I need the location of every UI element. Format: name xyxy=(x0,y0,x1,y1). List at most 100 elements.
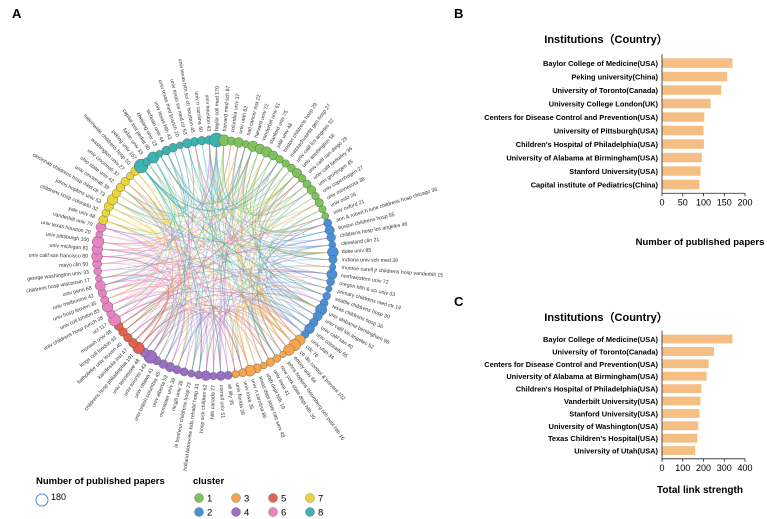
chord-link xyxy=(97,151,268,250)
chord-link xyxy=(270,208,333,268)
chord-link xyxy=(259,178,306,335)
chord-link xyxy=(144,306,182,357)
bar xyxy=(662,179,700,190)
chord-links xyxy=(96,139,334,377)
chord-link xyxy=(165,142,240,203)
bar xyxy=(662,58,733,68)
chord-node xyxy=(265,357,275,367)
panel-label-c: C xyxy=(454,294,464,309)
chord-link xyxy=(100,146,254,287)
chord-node-label: mayo clin 50 xyxy=(59,262,88,269)
chord-link xyxy=(169,310,271,368)
chord-link xyxy=(238,308,290,371)
chord-node xyxy=(275,155,284,164)
chord-link xyxy=(102,268,332,294)
chord-link xyxy=(97,155,274,265)
chord-link xyxy=(98,172,298,279)
chord-link xyxy=(118,178,303,327)
bar-category-label: Peking university(China) xyxy=(571,73,658,82)
chord-link xyxy=(201,140,278,359)
chord-link xyxy=(122,146,254,333)
chord-link xyxy=(213,306,301,377)
chord-link xyxy=(242,306,295,369)
chord-link xyxy=(100,157,176,287)
chord-link xyxy=(103,219,175,357)
panel-label-a: A xyxy=(12,6,22,21)
cluster-legend-swatch xyxy=(305,507,315,517)
chord-node-label: univ houston 43 xyxy=(204,94,212,131)
chord-link xyxy=(129,175,186,368)
bar-category-label: Children's Hospital of Philadelphia(USA) xyxy=(516,385,659,394)
chord-link xyxy=(114,140,210,321)
chord-link xyxy=(114,298,222,376)
chord-link xyxy=(107,175,168,308)
chord-link xyxy=(165,150,314,323)
chord-link xyxy=(122,172,298,333)
chord-link xyxy=(239,151,268,366)
chord-link xyxy=(265,215,326,329)
chord-link xyxy=(248,292,322,366)
bar xyxy=(662,359,709,369)
chord-link xyxy=(270,265,333,311)
chord-link xyxy=(256,215,326,355)
chord-link xyxy=(118,270,332,327)
chord-node xyxy=(194,370,203,380)
chord-link xyxy=(176,314,244,373)
chord-link xyxy=(258,163,328,233)
panel-label-b: B xyxy=(454,6,463,21)
chord-node xyxy=(318,205,327,214)
chord-link xyxy=(98,159,280,245)
chord-link xyxy=(198,316,214,377)
chord-link xyxy=(190,140,225,374)
chord-link xyxy=(114,153,180,321)
chord-link xyxy=(138,308,236,375)
chord-link xyxy=(127,143,195,338)
bar-category-label: Stanford University(USA) xyxy=(569,167,658,176)
chord-link xyxy=(236,208,323,373)
chord-link xyxy=(135,170,180,357)
bar xyxy=(662,371,707,381)
bar xyxy=(662,409,700,418)
cluster-legend-swatch xyxy=(268,507,278,517)
chord-link xyxy=(98,241,159,301)
chord-node xyxy=(326,232,336,243)
x-tick-label: 150 xyxy=(717,197,732,207)
chord-link xyxy=(107,291,184,368)
chord-link xyxy=(205,151,268,376)
chord-link xyxy=(97,215,326,251)
bar-b-title: Institutions（Country） xyxy=(544,33,667,46)
chord-link xyxy=(243,146,327,297)
chord-link xyxy=(205,299,314,376)
chord-link xyxy=(97,262,327,297)
chord-link xyxy=(100,251,333,287)
chord-link xyxy=(140,165,327,297)
chord-link xyxy=(232,142,280,205)
chord-link xyxy=(246,151,298,212)
chord-link xyxy=(237,146,271,363)
chord-node xyxy=(268,150,278,161)
chord-node xyxy=(182,138,193,149)
chord-link xyxy=(150,144,247,357)
chord-link xyxy=(186,143,325,304)
chord-link xyxy=(208,140,236,375)
chord-link xyxy=(122,140,225,333)
chord-link xyxy=(114,139,217,321)
bar xyxy=(662,421,699,431)
chord-link xyxy=(132,292,318,344)
chord-link xyxy=(96,142,240,257)
chord-link xyxy=(162,305,295,365)
chord-link xyxy=(132,302,178,353)
chord-link xyxy=(272,259,334,290)
chord-link xyxy=(249,183,308,363)
chord-link xyxy=(221,140,251,371)
chord-link xyxy=(159,153,292,211)
chord-link xyxy=(103,215,326,239)
chord-link xyxy=(146,161,306,335)
chord-link xyxy=(220,189,312,376)
chord-node-label: indiana univ sch med 39 xyxy=(342,257,398,264)
chord-link xyxy=(97,248,301,341)
chord-link xyxy=(103,219,160,301)
chord-link xyxy=(135,170,333,253)
bar-category-label: Children's Hospital of Philadelphia(USA) xyxy=(516,140,659,149)
